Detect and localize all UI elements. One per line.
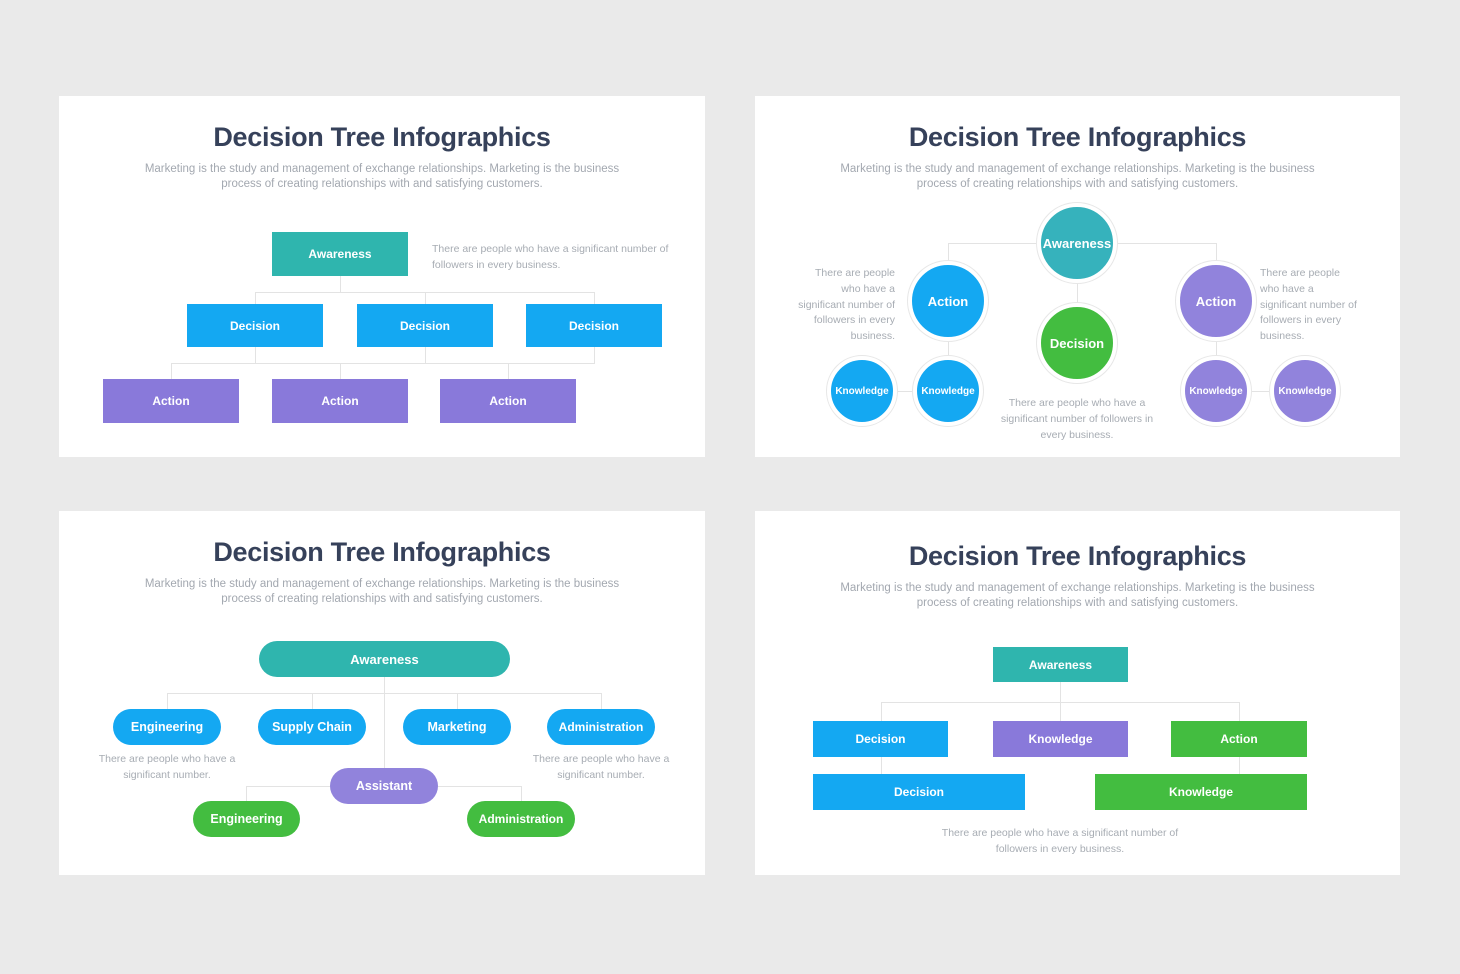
panel-title: Decision Tree Infographics <box>213 122 551 152</box>
node-action-1: Action <box>103 379 239 423</box>
connector-line <box>1060 682 1061 702</box>
node-administration: Administration <box>547 709 655 745</box>
node-administration-leaf: Administration <box>467 801 575 837</box>
connector-line <box>1216 301 1217 391</box>
panel-header: Decision Tree Infographics Marketing is … <box>59 122 705 192</box>
node-knowledge: Knowledge <box>993 721 1128 757</box>
node-assistant: Assistant <box>330 768 438 804</box>
node-decision-2: Decision <box>357 304 493 347</box>
panel-subtitle: Marketing is the study and management of… <box>840 163 1315 190</box>
node-decision: Decision <box>1037 303 1117 383</box>
node-awareness: Awareness <box>1037 203 1117 283</box>
connector-line <box>1060 702 1061 721</box>
note-text-right: There are people who have a significant … <box>532 753 670 781</box>
connector-line <box>438 786 521 787</box>
node-decision-3: Decision <box>526 304 662 347</box>
panel-top-right: Decision Tree Infographics Marketing is … <box>755 96 1400 457</box>
node-action: Action <box>1171 721 1307 757</box>
connector-line <box>601 693 602 709</box>
connector-line <box>508 363 509 379</box>
connector-line <box>246 786 247 801</box>
node-awareness: Awareness <box>993 647 1128 682</box>
connector-line <box>425 347 426 363</box>
note-text-left: There are people who have a significant … <box>798 267 895 342</box>
node-marketing: Marketing <box>403 709 511 745</box>
connector-line <box>521 786 522 801</box>
node-supply-chain: Supply Chain <box>258 709 366 745</box>
panel-header: Decision Tree Infographics Marketing is … <box>755 122 1400 192</box>
connector-line <box>171 363 595 364</box>
node-knowledge-4: Knowledge <box>1270 356 1340 426</box>
note-text-bottom: There are people who have a significant … <box>941 827 1179 855</box>
connector-line <box>862 391 948 392</box>
connector-line <box>167 693 168 709</box>
connector-line <box>312 693 313 709</box>
node-awareness: Awareness <box>259 641 510 677</box>
panel-top-left: Decision Tree Infographics Marketing is … <box>59 96 705 457</box>
node-action-3: Action <box>440 379 576 423</box>
connector-line <box>1077 243 1078 343</box>
connector-line <box>167 693 602 694</box>
note-text-right: There are people who have a significant … <box>1260 267 1357 342</box>
connector-line <box>881 702 882 721</box>
node-action-left: Action <box>908 261 988 341</box>
node-awareness: Awareness <box>272 232 408 276</box>
connector-line <box>171 363 172 379</box>
connector-line <box>1239 757 1240 774</box>
node-knowledge-wide: Knowledge <box>1095 774 1307 810</box>
connector-line <box>246 786 330 787</box>
panel-header: Decision Tree Infographics Marketing is … <box>755 541 1400 611</box>
node-action-right: Action <box>1176 261 1256 341</box>
node-knowledge-1: Knowledge <box>827 356 897 426</box>
panel-subtitle: Marketing is the study and management of… <box>144 578 620 605</box>
node-engineering-leaf: Engineering <box>193 801 300 837</box>
node-decision-1: Decision <box>187 304 323 347</box>
connector-line <box>340 363 341 379</box>
panel-bottom-left: Decision Tree Infographics Marketing is … <box>59 511 705 875</box>
node-decision: Decision <box>813 721 948 757</box>
panel-header: Decision Tree Infographics Marketing is … <box>59 537 705 607</box>
node-knowledge-3: Knowledge <box>1181 356 1251 426</box>
note-text-bottom: There are people who have a significant … <box>1000 397 1154 441</box>
panel-title: Decision Tree Infographics <box>908 122 1247 152</box>
panel-title: Decision Tree Infographics <box>213 537 551 567</box>
connector-line <box>255 292 256 304</box>
panel-subtitle: Marketing is the study and management of… <box>144 163 620 190</box>
node-knowledge-2: Knowledge <box>913 356 983 426</box>
panel-title: Decision Tree Infographics <box>908 541 1247 571</box>
connector-line <box>255 347 256 363</box>
connector-line <box>881 757 882 774</box>
connector-line <box>948 301 949 391</box>
connector-line <box>457 693 458 709</box>
node-engineering: Engineering <box>113 709 221 745</box>
note-text-left: There are people who have a significant … <box>98 753 236 781</box>
node-action-2: Action <box>272 379 408 423</box>
connector-line <box>594 347 595 363</box>
node-decision-wide: Decision <box>813 774 1025 810</box>
note-text: There are people who have a significant … <box>432 243 669 271</box>
connector-line <box>384 677 385 768</box>
connector-line <box>594 292 595 304</box>
connector-line <box>1216 391 1305 392</box>
connector-line <box>1239 702 1240 721</box>
panel-subtitle: Marketing is the study and management of… <box>840 582 1315 609</box>
panel-bottom-right: Decision Tree Infographics Marketing is … <box>755 511 1400 875</box>
connector-line <box>340 276 341 292</box>
connector-line <box>425 292 426 304</box>
